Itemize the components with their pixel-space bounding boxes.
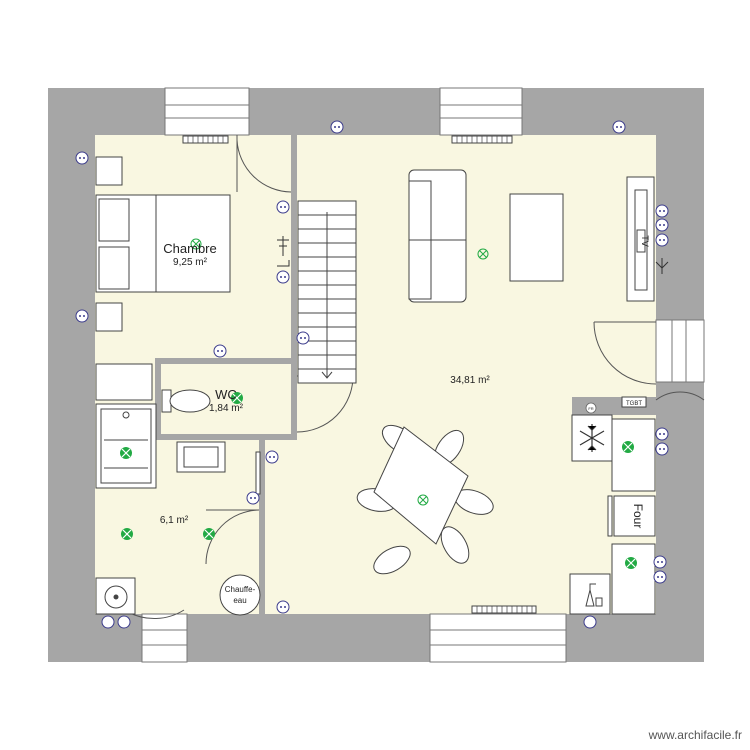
room-area-sdb: 6,1 m² — [160, 515, 189, 526]
shower — [95, 403, 157, 489]
tgbt-panel — [621, 396, 647, 408]
tv-unit — [626, 176, 655, 302]
ceiling-lights — [190, 238, 489, 506]
bed — [95, 194, 231, 293]
room-name-chambre: Chambre — [163, 241, 216, 256]
coffee-table — [509, 193, 564, 282]
water-heater-label-1: Chauffe- — [225, 585, 256, 594]
toilet — [161, 389, 211, 413]
room-area-wc: 1,84 m² — [209, 403, 244, 414]
water-heater-label-2: eau — [233, 596, 246, 605]
nightstands — [95, 156, 123, 332]
tv-label: TV — [640, 235, 650, 247]
snowflake-icon — [579, 424, 605, 452]
bathtub — [95, 363, 153, 401]
water-heater — [219, 574, 261, 616]
windows — [141, 87, 705, 663]
electrical-outlets — [75, 120, 669, 629]
outlet-dots — [79, 126, 665, 608]
room-name-wc: WC — [215, 387, 237, 402]
washing-machine — [95, 577, 136, 615]
sofa — [408, 169, 467, 303]
staircase — [297, 200, 357, 384]
room-area-chambre: 9,25 m² — [173, 257, 208, 268]
kitchen-counter — [569, 418, 656, 615]
doors — [127, 135, 705, 620]
sink — [176, 441, 226, 473]
dining-table — [373, 426, 469, 545]
watermark: www.archifacile.fr — [648, 728, 742, 742]
tgbt-label: TGBT — [626, 401, 642, 407]
kitchen-sink-icon — [585, 583, 603, 607]
fr-label: FR — [588, 406, 593, 411]
antenna-icons — [277, 236, 669, 274]
wall-lights — [120, 392, 637, 569]
oven-label: Four — [631, 504, 645, 529]
radiator-fins — [187, 136, 533, 613]
fr-marker-icon — [585, 402, 597, 414]
towel-rail — [255, 451, 261, 495]
room-area-sejour: 34,81 m² — [450, 375, 490, 386]
